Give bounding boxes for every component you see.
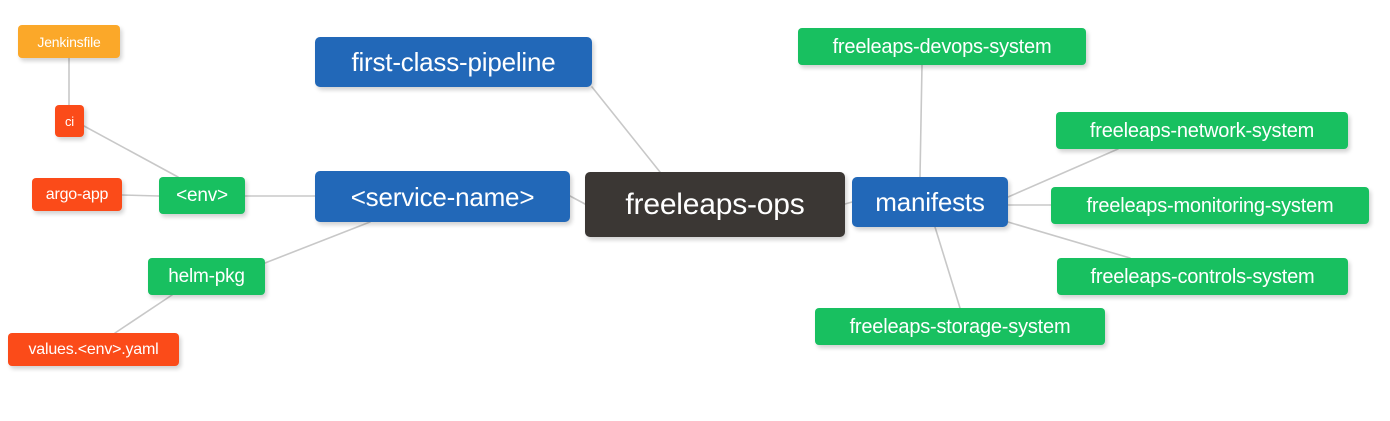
edge-env-to-ci: [83, 125, 179, 178]
mindmap-node-freeleaps-storage-system[interactable]: freeleaps-storage-system: [815, 308, 1105, 345]
mindmap-node-freeleaps-monitoring-system[interactable]: freeleaps-monitoring-system: [1051, 187, 1369, 224]
mindmap-node-label: first-class-pipeline: [351, 47, 556, 77]
mindmap-node-label: freeleaps-controls-system: [1090, 265, 1315, 288]
mindmap-node-label: freeleaps-network-system: [1089, 119, 1315, 142]
mindmap-node-freeleaps-network-system[interactable]: freeleaps-network-system: [1056, 112, 1348, 149]
edge-manifests-to-freeleaps-devops-system: [919, 64, 923, 178]
mindmap-node-argo-app[interactable]: argo-app: [32, 178, 122, 211]
edge-helm-pkg-to-values-env-yaml: [114, 294, 173, 334]
mindmap-node-ci[interactable]: ci: [55, 105, 84, 137]
edge-freeleaps-ops-to-service-name: [569, 195, 586, 205]
mindmap-node-label: freeleaps-ops: [625, 187, 805, 221]
mindmap-node-freeleaps-controls-system[interactable]: freeleaps-controls-system: [1057, 258, 1348, 295]
mindmap-node-first-class-pipeline[interactable]: first-class-pipeline: [315, 37, 592, 87]
edge-manifests-to-freeleaps-storage-system: [934, 226, 961, 309]
mindmap-node-service-name[interactable]: <service-name>: [315, 171, 570, 222]
mindmap-node-jenkinsfile[interactable]: Jenkinsfile: [18, 25, 120, 58]
edge-manifests-to-freeleaps-controls-system: [1007, 221, 1131, 259]
mindmap-node-label: ci: [65, 113, 74, 129]
mindmap-node-label: <env>: [176, 185, 228, 206]
mindmap-node-label: Jenkinsfile: [37, 33, 101, 50]
mindmap-node-helm-pkg[interactable]: helm-pkg: [148, 258, 265, 295]
edge-freeleaps-ops-to-manifests: [844, 201, 853, 205]
mindmap-node-manifests[interactable]: manifests: [852, 177, 1008, 227]
edge-service-name-to-helm-pkg: [264, 221, 371, 264]
mindmap-node-label: <service-name>: [350, 181, 535, 212]
mindmap-node-label: freeleaps-storage-system: [849, 315, 1071, 338]
mindmap-node-freeleaps-ops[interactable]: freeleaps-ops: [585, 172, 845, 237]
mindmap-node-freeleaps-devops-system[interactable]: freeleaps-devops-system: [798, 28, 1086, 65]
mindmap-node-values-env-yaml[interactable]: values.<env>.yaml: [8, 333, 179, 366]
mindmap-node-label: freeleaps-monitoring-system: [1086, 194, 1334, 217]
mindmap-node-env[interactable]: <env>: [159, 177, 245, 214]
mindmap-node-label: manifests: [875, 187, 985, 217]
edge-freeleaps-ops-to-first-class-pipeline: [591, 86, 661, 173]
mindmap-node-label: values.<env>.yaml: [28, 340, 159, 358]
edge-env-to-argo-app: [121, 194, 160, 197]
mindmap-node-label: helm-pkg: [168, 266, 245, 287]
mindmap-node-label: argo-app: [45, 185, 109, 203]
mindmap-node-label: freeleaps-devops-system: [832, 35, 1052, 58]
